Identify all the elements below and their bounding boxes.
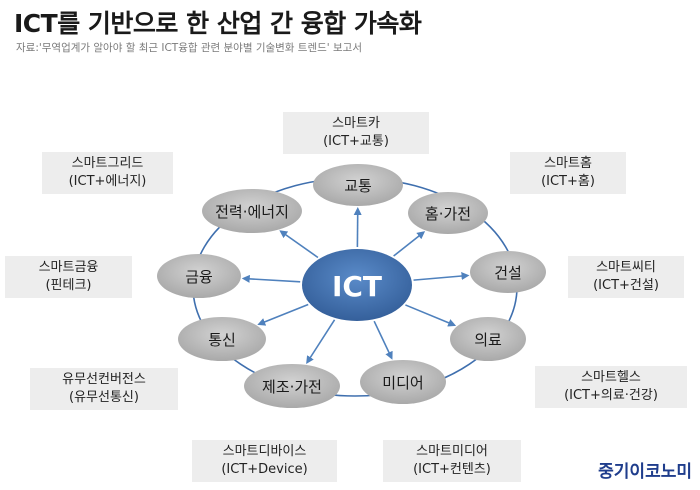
arrows-group — [241, 206, 470, 365]
box-smart-device: 스마트디바이스 (ICT+Device) — [192, 440, 337, 482]
box-title: 스마트디바이스 — [222, 444, 307, 459]
node-finance: 금융 — [157, 254, 241, 298]
box-smart-grid: 스마트그리드 (ICT+에너지) — [42, 152, 173, 194]
node-shape — [178, 317, 266, 361]
source-caption: 자료:'무역업계가 알아야 할 최근 ICT융합 관련 분야별 기술변화 트렌드… — [16, 42, 362, 54]
node-power-energy: 전력·에너지 — [202, 189, 302, 233]
box-title: 스마트그리드 — [71, 156, 144, 171]
node-label: 미디어 — [382, 374, 423, 392]
box-subtitle: (ICT+의료·건강) — [564, 388, 658, 403]
page-title: ICT를 기반으로 한 산업 간 융합 가속화 — [14, 9, 422, 38]
box-title: 스마트헬스 — [581, 370, 641, 385]
box-subtitle: (ICT+Device) — [221, 462, 308, 477]
box-subtitle: (유무선통신) — [69, 390, 139, 405]
box-smart-media: 스마트미디어 (ICT+컨텐츠) — [383, 440, 521, 482]
center-node: ICT — [302, 249, 412, 321]
box-smart-health: 스마트헬스 (ICT+의료·건강) — [535, 366, 687, 408]
box-title: 스마트씨티 — [596, 260, 656, 275]
box-subtitle: (ICT+에너지) — [68, 174, 147, 189]
node-label: 의료 — [474, 331, 502, 349]
node-shape — [450, 317, 526, 361]
box-smart-car: 스마트카 (ICT+교통) — [283, 112, 429, 154]
node-shape — [157, 254, 241, 298]
arrow-telecom — [257, 303, 309, 326]
arrow-medical — [405, 304, 457, 327]
box-ubiquitous-convergence: 유무선컨버전스 (유무선통신) — [30, 368, 178, 410]
node-label: 통신 — [208, 331, 236, 349]
box-subtitle: (핀테크) — [45, 278, 92, 293]
box-smart-finance: 스마트금융 (핀테크) — [5, 256, 132, 298]
node-telecom: 통신 — [178, 317, 266, 361]
node-label: 제조·가전 — [262, 378, 322, 396]
box-title: 스마트미디어 — [416, 444, 488, 459]
arrow-construction — [413, 272, 470, 281]
node-traffic: 교통 — [313, 164, 403, 206]
center-label: ICT — [332, 270, 382, 303]
node-manufacturing: 제조·가전 — [244, 364, 340, 408]
box-title: 스마트홈 — [544, 156, 592, 171]
node-shape — [202, 189, 302, 233]
node-label: 금융 — [185, 268, 213, 286]
box-smart-city: 스마트씨티 (ICT+건설) — [568, 256, 684, 298]
arrow-power-energy — [279, 230, 319, 259]
node-shape — [244, 364, 340, 408]
node-construction: 건설 — [470, 251, 546, 293]
box-subtitle: (ICT+컨텐츠) — [413, 462, 491, 477]
brand-logo: 중기이코노미 — [598, 462, 692, 482]
box-title: 유무선컨버전스 — [62, 372, 146, 387]
node-label: 전력·에너지 — [215, 203, 289, 221]
arrow-media — [373, 320, 393, 360]
node-shape — [313, 164, 403, 206]
node-label: 건설 — [494, 264, 522, 282]
box-title: 스마트금융 — [38, 260, 99, 275]
box-subtitle: (ICT+건설) — [593, 278, 659, 293]
box-subtitle: (ICT+교통) — [323, 134, 389, 149]
node-shape — [408, 192, 488, 234]
arrow-home-appliance — [393, 231, 426, 257]
node-label: 홈·가전 — [425, 205, 471, 223]
box-smart-home: 스마트홈 (ICT+홈) — [510, 152, 626, 194]
arrow-finance — [241, 274, 301, 283]
node-media: 미디어 — [360, 360, 446, 404]
node-shape — [470, 251, 546, 293]
node-shape — [360, 360, 446, 404]
arrow-manufacturing — [306, 319, 336, 365]
node-label: 교통 — [344, 177, 372, 195]
box-subtitle: (ICT+홈) — [541, 174, 595, 189]
node-home-appliance: 홈·가전 — [408, 192, 488, 234]
box-title: 스마트카 — [332, 116, 380, 131]
node-medical: 의료 — [450, 317, 526, 361]
